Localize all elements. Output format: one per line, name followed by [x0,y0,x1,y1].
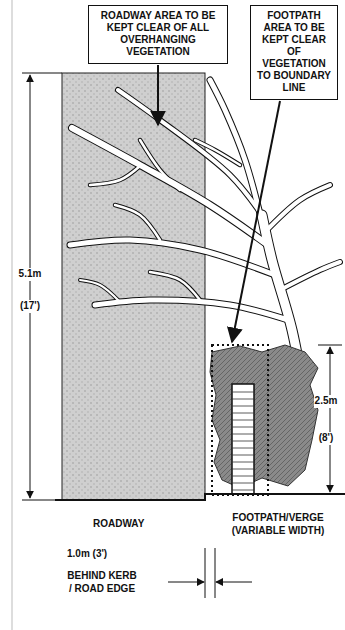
tree-branch [195,140,240,165]
ground-kerb-line [55,494,345,500]
callout-arrows [158,65,280,342]
brick-course [232,434,254,435]
tree-branch [115,205,160,240]
tree-branch-outline [70,240,275,275]
dimension-value: 5.1m [18,268,43,281]
area-label: FOOTPATH/VERGE (VARIABLE WIDTH) [214,512,342,537]
brick-course [232,413,254,414]
tree-branch [150,272,200,300]
brick-course [232,399,254,400]
height-dimension-right [318,345,342,492]
tree-branch [70,240,275,275]
tree-branch-outline [95,300,288,320]
callout-text: ROADWAY AREA TO BE KEPT CLEAR OF ALL OVE… [94,10,222,58]
tree-branch [140,140,180,190]
callout-arrow [157,65,159,125]
brick-course [232,476,254,477]
tree-branch [265,185,330,232]
tree-branch [280,262,340,290]
brick-course [232,483,254,484]
brick-course [232,441,254,442]
dimension-value: (17') [19,300,41,313]
callout-box: FOOTPATH AREA TO BE KEPT CLEAR OF VEGETA… [250,5,338,100]
footpath-clearance-area [212,345,268,495]
page-frame [12,0,13,630]
tree-branch-outline [90,166,140,185]
tree-branch [90,166,140,185]
brick-course [232,448,254,449]
callout-text: FOOTPATH AREA TO BE KEPT CLEAR OF VEGETA… [256,10,332,94]
brick-course [232,392,254,393]
tree-branch-outline [150,272,200,300]
callout-arrow [232,101,280,342]
dimension-note: BEHIND KERB / ROAD EDGE [64,570,140,595]
tree-branch-outline [280,262,340,290]
tree-branch-outline [80,280,120,302]
boundary-wall [232,384,254,494]
area-label: ROADWAY [92,518,145,531]
tree-branch-outline [115,205,160,240]
brick-course [232,462,254,463]
dimension-value: 1.0m (3') [66,548,108,561]
callout-box: ROADWAY AREA TO BE KEPT CLEAR OF ALL OVE… [88,5,228,64]
dimension-value: 2.5m [314,395,339,408]
tree-branch [95,300,288,320]
brick-course [232,427,254,428]
brick-course [232,406,254,407]
hedge-bush [210,345,318,488]
brick-course [232,455,254,456]
dimension-value: (8') [318,432,335,445]
brick-course [232,469,254,470]
tree-branch-outline [265,185,330,232]
tree-branch [80,280,120,302]
kerb-offset-dimension [168,548,252,598]
tree-branch [118,90,262,215]
brick-course [232,490,254,491]
height-dimension-left [22,73,62,500]
brick-course [232,420,254,421]
